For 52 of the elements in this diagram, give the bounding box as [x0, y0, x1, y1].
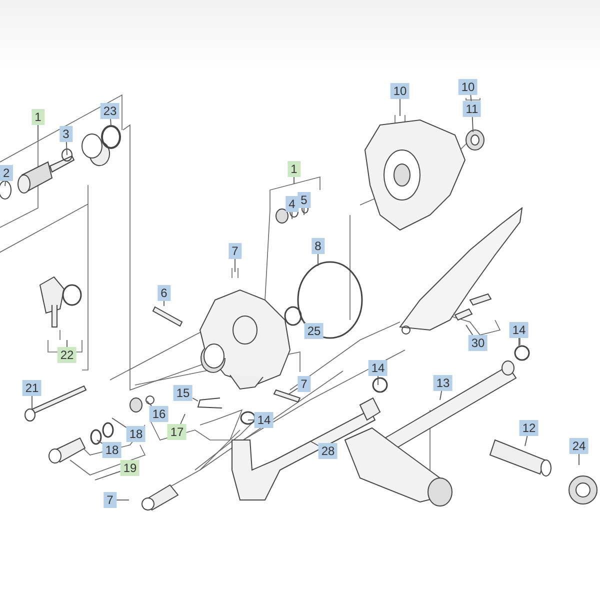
callout-number: 4 [286, 196, 298, 212]
leader-line [112, 418, 127, 428]
callout-number: 23 [100, 103, 120, 119]
callout-number: 8 [312, 238, 324, 254]
callout-number: 1 [32, 109, 44, 125]
callout-number: 17 [167, 424, 187, 440]
leader-line [94, 470, 121, 480]
callout-number: 2 [0, 165, 13, 181]
callout-number: 18 [102, 442, 122, 458]
callout-number: 19 [120, 460, 140, 476]
leader-line [4, 180, 6, 186]
callout-number: 10 [458, 79, 478, 95]
callout-number: 10 [390, 83, 410, 99]
callout-number: 11 [462, 101, 482, 117]
callout-number: 7 [228, 243, 242, 259]
callout-number: 14 [368, 360, 388, 376]
callout-number: 13 [433, 375, 453, 391]
leader-line [470, 94, 472, 102]
leader-line [472, 116, 474, 132]
callout-number: 1 [288, 161, 300, 177]
leader-line [440, 390, 442, 400]
callout-number: 25 [304, 323, 324, 339]
callout-number: 12 [519, 420, 539, 436]
callout-number: 30 [468, 335, 488, 351]
callout-number: 6 [158, 285, 170, 301]
callout-number: 7 [298, 376, 310, 392]
callout-number: 22 [57, 347, 77, 363]
callout-number: 18 [126, 426, 146, 442]
leader-line [146, 400, 152, 406]
leader-line [518, 338, 520, 348]
leader-line [110, 118, 112, 126]
leader-line [234, 258, 236, 272]
leader-line [578, 454, 580, 466]
leader-line [466, 324, 474, 336]
leader-line [66, 340, 68, 348]
callout-number: 7 [104, 492, 116, 508]
callout-number: 21 [22, 380, 42, 396]
callout-number: 15 [173, 385, 193, 401]
callout-number: 24 [569, 438, 589, 454]
callout-number: 3 [60, 126, 72, 142]
callout-number: 14 [254, 412, 274, 428]
leader-line [300, 318, 306, 324]
leader-line [288, 388, 298, 394]
leader-line [310, 440, 319, 446]
leader-line [524, 436, 528, 446]
leader-line [180, 414, 186, 424]
callout-number: 5 [298, 192, 310, 208]
callout-number: 14 [509, 322, 529, 338]
callout-number: 28 [318, 443, 338, 459]
leader-line [192, 398, 198, 402]
callout-number: 16 [149, 406, 169, 422]
leader-line [66, 142, 68, 156]
